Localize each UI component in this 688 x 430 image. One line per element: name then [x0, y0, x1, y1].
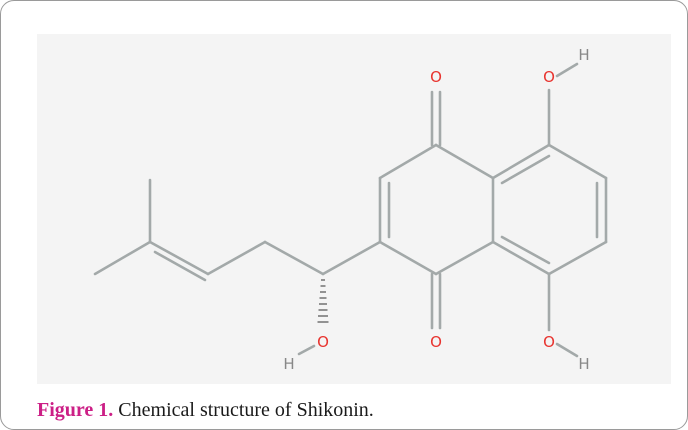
figure-caption-label: Figure 1.	[37, 399, 114, 421]
figure-caption: Figure 1. Chemical structure of Shikonin…	[37, 398, 374, 422]
atom-o-top-left: O	[430, 68, 442, 86]
bond-q-3	[434, 143, 495, 180]
bond-a-2	[547, 143, 608, 180]
chemical-structure-panel: O O H O H O O H	[37, 34, 671, 384]
bond-a-4	[547, 240, 608, 276]
atom-h-top-right: H	[578, 46, 589, 64]
bond-double-c-c	[148, 240, 210, 276]
bond-a-1	[491, 143, 551, 180]
bond-double-c-c-inner	[153, 250, 207, 282]
bond-chain-3	[321, 240, 382, 276]
bond-q-6	[378, 240, 438, 276]
bond-oh-top-h	[555, 62, 579, 78]
bond-a-1-inner	[500, 154, 551, 185]
bond-a-5-inner	[500, 235, 551, 265]
bond-methyl-left	[93, 240, 152, 276]
atom-o-bottom-mid: O	[430, 333, 442, 351]
bond-q-2	[378, 143, 438, 180]
bond-a-5	[491, 240, 551, 276]
bond-chain-2	[263, 240, 325, 276]
bond-q-5	[434, 240, 495, 276]
atom-h-bottom-left: H	[283, 355, 294, 373]
bond-alcohol-h	[297, 344, 316, 356]
atom-h-bottom-right: H	[578, 355, 589, 373]
atom-o-bottom-right: O	[543, 333, 555, 351]
bond-oh-bottom-h	[555, 342, 579, 358]
bond-chain-1	[206, 240, 267, 276]
shikonin-structure-diagram: O O H O H O O H	[93, 46, 608, 373]
figure-caption-text: Chemical structure of Shikonin.	[113, 399, 374, 421]
hashed-wedge-bond	[317, 279, 329, 323]
atom-o-top-right: O	[543, 68, 555, 86]
atom-o-bottom-left: O	[317, 333, 329, 351]
